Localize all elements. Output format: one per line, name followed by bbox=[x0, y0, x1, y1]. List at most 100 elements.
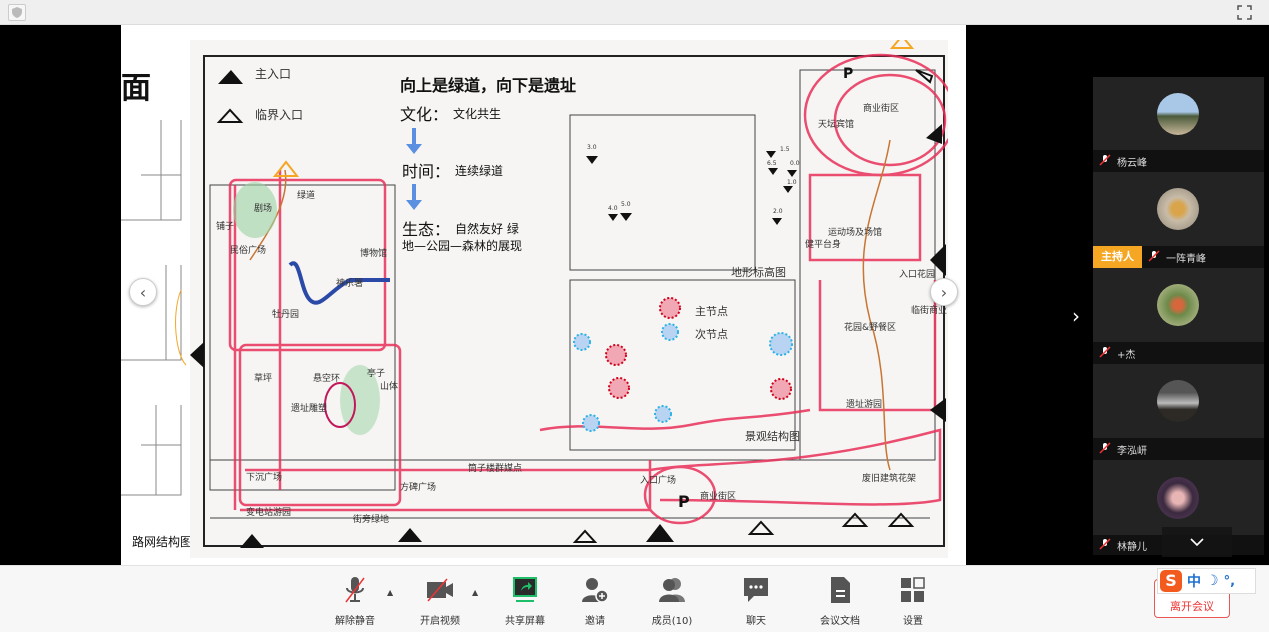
participant-video-tile[interactable] bbox=[1093, 460, 1264, 535]
share-screen-button[interactable]: 共享屏幕 bbox=[490, 576, 560, 627]
map-label: 运动场及场馆 bbox=[828, 228, 883, 238]
participant-video-tile[interactable] bbox=[1093, 172, 1264, 246]
avatar bbox=[1157, 188, 1199, 230]
avatar bbox=[1157, 284, 1199, 326]
map-label: 亭子 bbox=[367, 369, 386, 379]
mic-muted-icon bbox=[1099, 537, 1111, 553]
elevation-label: 0.0 bbox=[790, 160, 800, 167]
concept-culture-label: 文化： bbox=[400, 105, 449, 124]
mic-muted-icon bbox=[1099, 345, 1111, 361]
share-screen-icon bbox=[513, 577, 537, 602]
mic-muted-icon bbox=[1148, 249, 1160, 265]
ime-mode[interactable]: 中 bbox=[1187, 574, 1201, 590]
map-label: 废旧建筑花架 bbox=[862, 474, 917, 484]
video-options-caret[interactable]: ▲ bbox=[472, 588, 479, 597]
concept-time-text: 连续绿道 bbox=[455, 164, 504, 178]
map-label: 遗址游园 bbox=[846, 400, 883, 410]
host-badge: 主持人 bbox=[1093, 246, 1142, 268]
slide-heading: 向上是绿道，向下是遗址 bbox=[400, 76, 577, 95]
map-label: 方碑广场 bbox=[400, 483, 437, 493]
next-page-button[interactable]: › bbox=[930, 278, 958, 306]
invite-button[interactable]: 邀请 bbox=[560, 576, 630, 627]
chat-button[interactable]: 聊天 bbox=[721, 576, 791, 627]
fullscreen-icon[interactable] bbox=[1237, 5, 1252, 24]
toggle-participant-panel-button[interactable]: › bbox=[1072, 304, 1080, 328]
shield-icon[interactable] bbox=[8, 4, 26, 21]
sogou-logo-icon: S bbox=[1160, 570, 1182, 592]
elevation-label: 3.0 bbox=[587, 144, 597, 151]
window-title-bar bbox=[0, 0, 1269, 25]
elevation-label: 1.5 bbox=[780, 146, 790, 153]
camera-off-icon bbox=[427, 578, 453, 602]
participant-name: +杰 bbox=[1117, 349, 1136, 361]
map-label: 牡丹园 bbox=[272, 310, 300, 320]
document-icon bbox=[831, 577, 850, 603]
invite-label: 邀请 bbox=[585, 616, 605, 627]
parking-label: P bbox=[843, 66, 854, 82]
members-label: 成员(10) bbox=[651, 616, 693, 627]
parking-label: P bbox=[678, 492, 690, 511]
mic-muted-icon bbox=[1099, 441, 1111, 457]
elevation-label: 4.0 bbox=[608, 205, 618, 212]
legend-sub-node: 次节点 bbox=[695, 328, 728, 341]
avatar bbox=[1157, 92, 1199, 135]
map-label: 变电站游园 bbox=[246, 508, 292, 518]
map-label: 入口广场 bbox=[640, 476, 677, 486]
add-user-icon bbox=[582, 578, 609, 603]
punctuation-icon[interactable]: °, bbox=[1223, 573, 1236, 589]
participant-video-tile[interactable] bbox=[1093, 77, 1264, 150]
participant-name-bar: 杨云峰 bbox=[1093, 150, 1264, 172]
participant-name: 林静儿 bbox=[1117, 541, 1147, 553]
prev-slide-caption: 路网结构图 bbox=[132, 535, 193, 549]
unmute-label: 解除静音 bbox=[335, 616, 375, 627]
map-label: 绿道 bbox=[297, 191, 316, 201]
audio-options-caret[interactable]: ▲ bbox=[387, 588, 394, 597]
ime-status-bar[interactable]: S 中 ☽ °, bbox=[1157, 568, 1256, 594]
participant-video-tile[interactable] bbox=[1093, 268, 1264, 342]
elevation-label: 6.5 bbox=[767, 160, 777, 167]
map-label: 天坛宾馆 bbox=[818, 120, 855, 130]
elevation-label: 1.0 bbox=[787, 179, 797, 186]
map-label: 健平台身 bbox=[805, 240, 842, 250]
start-video-button[interactable]: 开启视频 bbox=[405, 576, 475, 627]
avatar bbox=[1157, 380, 1199, 422]
landscape-plan-map: 主入口 临界入口 向上是绿道，向下是遗址 文化： 文化共生 时间： 连续绿道 生… bbox=[190, 40, 948, 558]
meeting-toolbar: 解除静音 ▲ 开启视频 ▲ 共享屏幕 邀请 成员(10) 聊天 会议文档 设置 … bbox=[0, 565, 1269, 632]
map-label: 博物馆 bbox=[360, 249, 388, 259]
settings-grid-icon bbox=[901, 577, 925, 602]
unmute-button[interactable]: 解除静音 bbox=[320, 576, 390, 627]
share-screen-label: 共享屏幕 bbox=[505, 616, 545, 627]
moon-icon[interactable]: ☽ bbox=[1206, 573, 1219, 589]
chevron-down-icon bbox=[1190, 538, 1204, 546]
map-title-terrain: 地形标高图 bbox=[731, 266, 786, 279]
mic-muted-icon bbox=[1099, 153, 1111, 169]
map-label: 筒子楼群媒点 bbox=[468, 464, 523, 474]
concept-ecology-label: 生态： bbox=[402, 220, 451, 239]
mic-muted-icon bbox=[345, 577, 365, 603]
members-button[interactable]: 成员(10) bbox=[637, 576, 707, 627]
map-label: 遗址雕塑 bbox=[291, 404, 328, 414]
prev-slide-title: 面 bbox=[121, 71, 151, 106]
map-label: 商业街区 bbox=[700, 492, 737, 502]
members-icon bbox=[659, 578, 685, 602]
map-label: 临街商业 bbox=[911, 306, 948, 316]
meeting-docs-button[interactable]: 会议文档 bbox=[805, 576, 875, 627]
participant-video-tile[interactable] bbox=[1093, 364, 1264, 438]
map-label: 铺子 bbox=[216, 222, 235, 232]
avatar bbox=[1157, 476, 1199, 519]
participant-name: 杨云峰 bbox=[1117, 157, 1147, 169]
map-label: 神乐署 bbox=[336, 279, 364, 289]
chat-icon bbox=[744, 578, 768, 602]
start-video-label: 开启视频 bbox=[420, 616, 460, 627]
map-label: 入口花园 bbox=[899, 270, 936, 280]
settings-button[interactable]: 设置 bbox=[878, 576, 948, 627]
participant-name-bar: 李泓岍 bbox=[1093, 438, 1264, 460]
settings-label: 设置 bbox=[903, 616, 923, 627]
prev-page-button[interactable]: ‹ bbox=[129, 278, 157, 306]
chat-label: 聊天 bbox=[746, 616, 766, 627]
concept-time-label: 时间： bbox=[402, 162, 451, 181]
scroll-down-participants-button[interactable] bbox=[1162, 527, 1232, 557]
legend-main-entrance: 主入口 bbox=[255, 67, 292, 81]
map-label: 悬空环 bbox=[313, 374, 341, 384]
participant-name-bar: +杰 bbox=[1093, 342, 1264, 364]
